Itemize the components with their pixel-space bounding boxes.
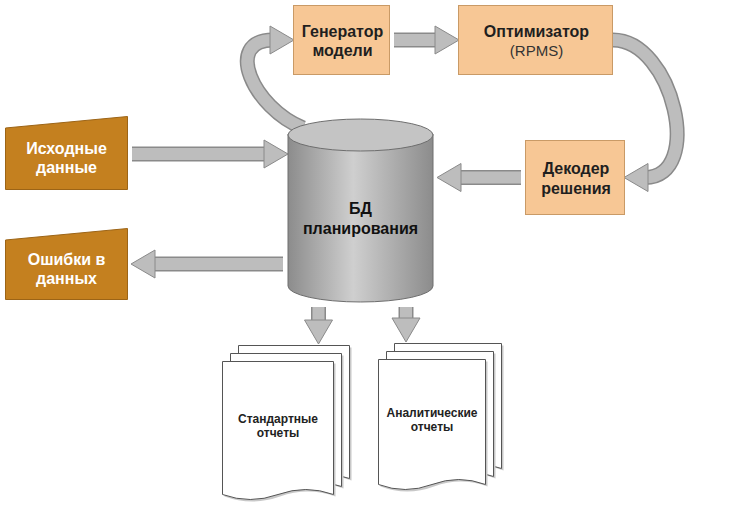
node-label: Декодер решения	[532, 159, 620, 197]
arrow-outline	[458, 170, 521, 185]
arrow-shaft	[394, 34, 438, 46]
node-label: Аналитические отчеты	[384, 406, 480, 435]
process-box: Декодер решения	[525, 140, 625, 215]
process-box: Генератор модели	[293, 5, 390, 75]
connector-arrow	[406, 307, 407, 321]
arrow-shaft	[132, 148, 267, 160]
label-area: Декодер решения	[526, 141, 626, 216]
output-shape: Ошибки в данных	[5, 228, 128, 300]
node-label: Генератор модели	[300, 22, 385, 60]
arrow-shaft	[313, 307, 325, 323]
node-label: Ошибки в данных	[11, 250, 122, 288]
node-label: БД планирования	[293, 199, 428, 237]
arrow-shaft	[400, 307, 412, 321]
report-stack: Стандартные отчеты	[222, 345, 350, 503]
arrow-outline	[394, 33, 438, 48]
input-shape: Исходные данные	[5, 116, 128, 190]
report-stack: Аналитические отчеты	[378, 343, 502, 493]
database-cylinder: БД планирования	[287, 118, 434, 303]
arrow-outline	[311, 307, 326, 323]
arrow-shaft	[152, 258, 283, 270]
arrow-shaft	[458, 172, 521, 184]
connector-arrow	[132, 154, 267, 155]
label-area: Генератор модели	[294, 6, 391, 76]
connector-arrow	[394, 40, 438, 41]
node-label: Стандартные отчеты	[228, 412, 328, 441]
process-box: Оптимизатор(RPMS)	[458, 5, 613, 75]
node-label: Оптимизатор	[465, 22, 608, 41]
label-area: Исходные данные	[5, 126, 128, 190]
connector-arrow	[458, 177, 521, 178]
label-area: Аналитические отчеты	[378, 359, 486, 481]
label-area: Оптимизатор(RPMS)	[459, 6, 614, 76]
node-sublabel: (RPMS)	[465, 42, 608, 60]
connector-arrow	[152, 264, 283, 265]
node-label: Исходные данные	[11, 139, 122, 177]
connector-arrow	[318, 307, 319, 323]
arrow-outline	[132, 147, 267, 162]
label-area: Стандартные отчеты	[222, 361, 334, 491]
label-area: Ошибки в данных	[5, 238, 128, 300]
arrow-outline	[152, 257, 283, 272]
label-area: БД планирования	[287, 150, 434, 287]
arrow-outline	[399, 307, 414, 321]
